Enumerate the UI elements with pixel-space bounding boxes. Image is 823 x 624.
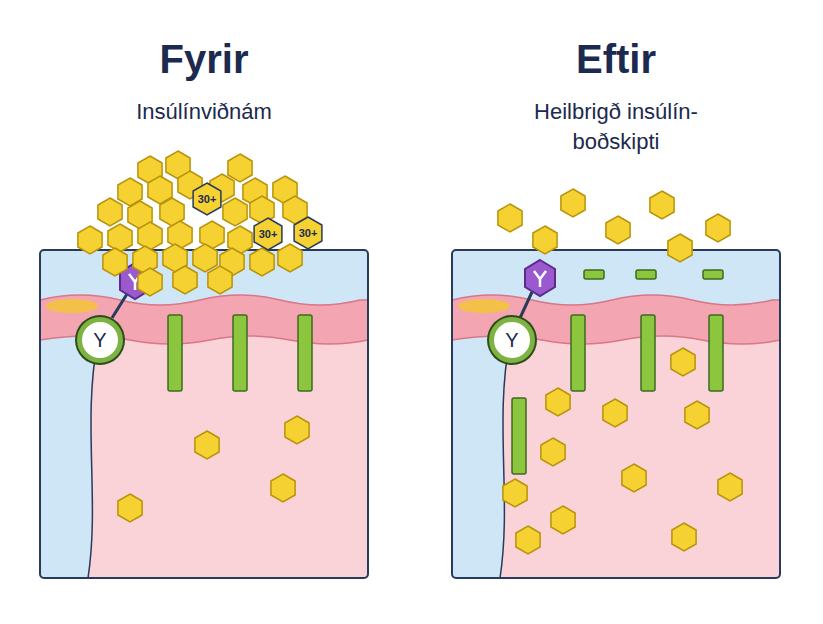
glucose-hexagon [606, 216, 630, 244]
panel-heading: EftirHeilbrigð insúlín- boðskipti [432, 35, 800, 157]
glucose-hexagon [223, 198, 247, 226]
glucose-hexagon [228, 154, 252, 182]
glucose-hexagon [193, 244, 217, 272]
glucose-hexagon [546, 388, 570, 416]
count-label: 30+ [299, 227, 318, 239]
panel-subtitle: Heilbrigð insúlín- boðskipti [501, 97, 731, 157]
glucose-hexagon [271, 474, 295, 502]
glucose-cluster-hexagon: 30+ [190, 182, 224, 216]
panel-subtitle: Insúlínviðnám [89, 97, 319, 127]
glucose-hexagon [706, 214, 730, 242]
glucose-hexagon [685, 401, 709, 429]
glucose-hexagon [498, 204, 522, 232]
glucose-hexagon [561, 189, 585, 217]
glucose-hexagon [671, 348, 695, 376]
glucose-hexagon [622, 464, 646, 492]
glucose-hexagon [103, 248, 127, 276]
glucose-hexagon [168, 221, 192, 249]
glucose-hexagon [250, 248, 274, 276]
glucose-hexagon [672, 523, 696, 551]
count-label: 30+ [259, 228, 278, 240]
glucose-hexagon [138, 268, 162, 296]
glucose-hexagon [208, 266, 232, 294]
glucose-molecules [78, 151, 742, 554]
insulin-receptor: Y [77, 317, 123, 363]
glucose-cluster-hexagon: 30+ [251, 217, 285, 251]
receptor-label: Y [505, 329, 518, 351]
panel-heading: FyrirInsúlínviðnám [20, 35, 388, 127]
cell-panel: FyrirInsúlínviðnámY [40, 250, 368, 578]
glucose-hexagon [541, 438, 565, 466]
glucose-hexagon [98, 198, 122, 226]
glucose-hexagon [516, 526, 540, 554]
glucose-hexagon [108, 224, 132, 252]
glucose-hexagon [603, 399, 627, 427]
cell-panel: EftirHeilbrigð insúlín- boðskiptiY [452, 250, 780, 578]
glucose-hexagon [118, 494, 142, 522]
panel-title: Fyrir [20, 35, 388, 83]
panel-title: Eftir [432, 35, 800, 83]
glucose-hexagon [195, 431, 219, 459]
glucose-hexagon [78, 226, 102, 254]
insulin-receptor: Y [489, 317, 535, 363]
glucose-hexagon [551, 506, 575, 534]
receptor-label: Y [93, 329, 106, 351]
cell-illustration [40, 250, 368, 578]
glucose-cluster-hexagon: 30+ [291, 216, 325, 250]
glucose-hexagon [278, 244, 302, 272]
count-label: 30+ [198, 193, 217, 205]
hexagon-outline [294, 217, 322, 249]
glucose-hexagon [503, 479, 527, 507]
glucose-hexagon [285, 416, 309, 444]
glucose-hexagon [650, 191, 674, 219]
glucose-hexagon [138, 222, 162, 250]
glucose-hexagon [533, 226, 557, 254]
glucose-hexagon [668, 234, 692, 262]
hexagon-outline [193, 183, 221, 215]
glucose-hexagon [718, 473, 742, 501]
glucose-hexagon [173, 266, 197, 294]
hexagon-outline [254, 218, 282, 250]
cell-illustration [452, 250, 780, 578]
